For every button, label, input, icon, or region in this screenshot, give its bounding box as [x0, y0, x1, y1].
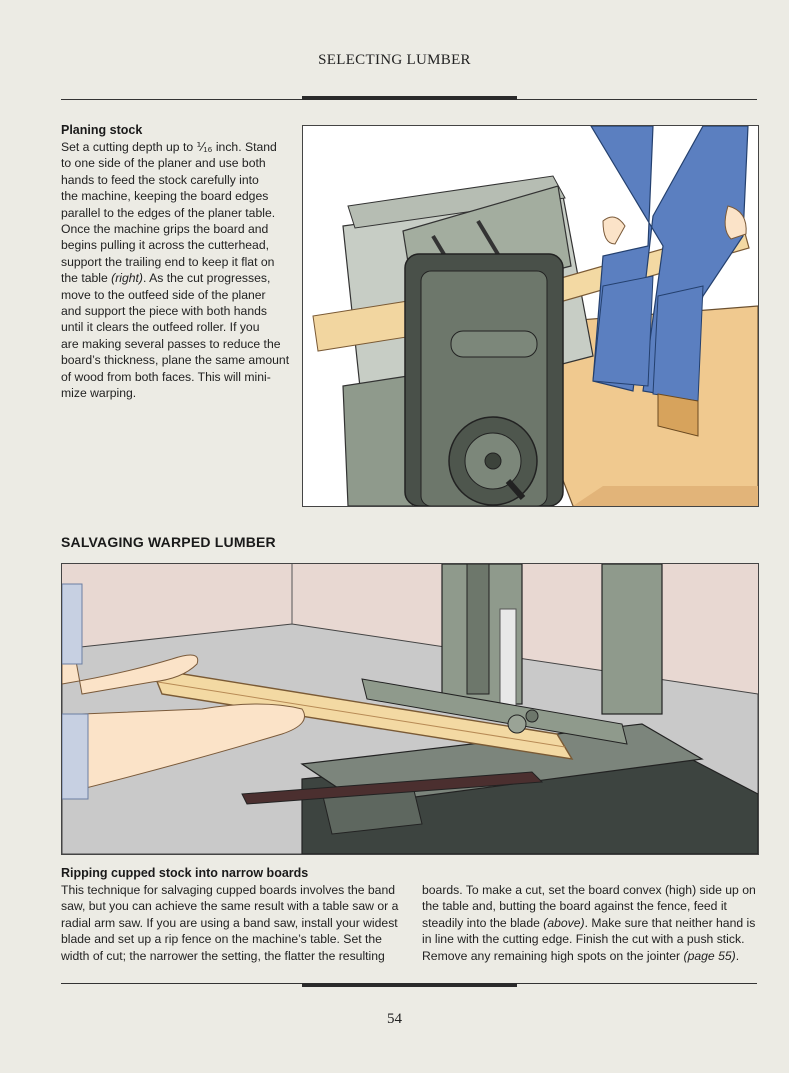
text-run: the table and, butting the board against… [422, 899, 727, 914]
text-run: blade and set up a rip fence on the mach… [61, 932, 382, 947]
text-line: blade and set up a rip fence on the mach… [61, 931, 401, 947]
cross-reference: (right) [111, 271, 143, 286]
text-run: . Make sure that neither hand is [584, 915, 756, 930]
text-line: Once the machine grips the board and [61, 221, 293, 237]
text-line: Remove any remaining high spots on the j… [422, 948, 757, 964]
band-saw-illustration [61, 563, 759, 855]
text-line: are making several passes to reduce the [61, 336, 293, 352]
text-line: Set a cutting depth up to ⅟₁₆ inch. Stan… [61, 139, 293, 155]
text-run: of wood from both faces. This will mini- [61, 369, 271, 384]
text-line: and support the piece with both hands [61, 303, 293, 319]
planer-illustration [302, 125, 759, 507]
running-head: SELECTING LUMBER [318, 52, 471, 68]
text-run: the machine, keeping the board edges [61, 189, 269, 204]
cross-reference: (above) [543, 915, 585, 930]
text-line: in line with the cutting edge. Finish th… [422, 931, 757, 947]
text-line: steadily into the blade (above). Make su… [422, 915, 757, 931]
ripping-heading: Ripping cupped stock into narrow boards [61, 866, 309, 880]
text-run: saw, but you can achieve the same result… [61, 899, 399, 914]
text-line: mize warping. [61, 385, 293, 401]
text-run: . [735, 948, 740, 963]
text-run: . As the cut progresses, [142, 271, 271, 286]
text-run: begins pulling it across the cutterhead, [61, 238, 269, 253]
text-run: width of cut; the narrower the setting, … [61, 948, 385, 963]
text-run: This technique for salvaging cupped boar… [61, 883, 396, 897]
text-run: support the trailing end to keep it flat… [61, 254, 275, 269]
text-line: the table (right). As the cut progresses… [61, 270, 293, 286]
text-line: to one side of the planer and use both [61, 155, 293, 171]
ripping-body-col1: This technique for salvaging cupped boar… [61, 882, 401, 964]
text-line: saw, but you can achieve the same result… [61, 898, 401, 914]
text-run: are making several passes to reduce the [61, 336, 281, 351]
text-run: move to the outfeed side of the planer [61, 287, 266, 302]
text-line: parallel to the edges of the planer tabl… [61, 205, 293, 221]
text-run: Set a cutting depth up to ⅟₁₆ inch. Stan… [61, 140, 277, 154]
section-title: SALVAGING WARPED LUMBER [61, 534, 276, 550]
text-line: radial arm saw. If you are using a band … [61, 915, 401, 931]
text-run: until it clears the outfeed roller. If y… [61, 320, 260, 335]
text-line: begins pulling it across the cutterhead, [61, 237, 293, 253]
text-line: support the trailing end to keep it flat… [61, 254, 293, 270]
text-run: mize warping. [61, 386, 137, 401]
text-line: width of cut; the narrower the setting, … [61, 948, 401, 964]
text-run: board’s thickness, plane the same amount [61, 353, 290, 368]
text-run: to one side of the planer and use both [61, 156, 266, 171]
text-run: steadily into the blade [422, 915, 544, 930]
cross-reference: (page 55) [683, 948, 736, 963]
text-run: Remove any remaining high spots on the j… [422, 948, 684, 963]
planing-heading: Planing stock [61, 123, 143, 137]
text-line: move to the outfeed side of the planer [61, 287, 293, 303]
text-line: of wood from both faces. This will mini- [61, 369, 293, 385]
text-line: board’s thickness, plane the same amount [61, 352, 293, 368]
text-run: in line with the cutting edge. Finish th… [422, 932, 745, 947]
text-line: the machine, keeping the board edges [61, 188, 293, 204]
text-line: boards. To make a cut, set the board con… [422, 882, 757, 898]
footer-rule-accent [302, 983, 517, 987]
text-run: the table [61, 271, 112, 286]
text-line: until it clears the outfeed roller. If y… [61, 319, 293, 335]
text-line: the table and, butting the board against… [422, 898, 757, 914]
page-number: 54 [387, 1011, 402, 1027]
text-run: and support the piece with both hands [61, 304, 267, 319]
text-run: hands to feed the stock carefully into [61, 172, 259, 187]
planing-body: Set a cutting depth up to ⅟₁₆ inch. Stan… [61, 139, 293, 402]
text-line: hands to feed the stock carefully into [61, 172, 293, 188]
text-line: This technique for salvaging cupped boar… [61, 882, 401, 898]
text-run: boards. To make a cut, set the board con… [422, 883, 756, 897]
text-run: parallel to the edges of the planer tabl… [61, 205, 276, 220]
ripping-body-col2: boards. To make a cut, set the board con… [422, 882, 757, 964]
header-rule-accent [302, 96, 517, 100]
text-run: radial arm saw. If you are using a band … [61, 915, 398, 930]
text-run: Once the machine grips the board and [61, 222, 269, 237]
